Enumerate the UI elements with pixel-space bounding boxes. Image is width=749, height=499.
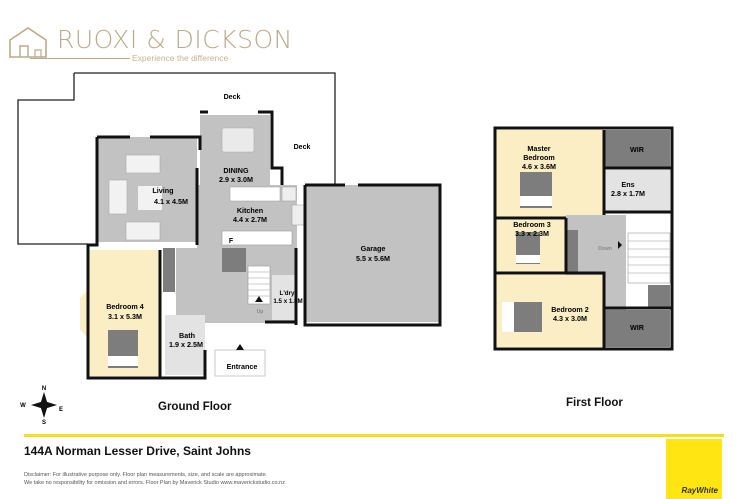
room-label-wir-bottom: WIR: [630, 323, 645, 332]
svg-text:E: E: [59, 407, 63, 413]
ensuite: [604, 170, 670, 212]
compass-icon: N S E W: [20, 386, 63, 426]
room-label-bedroom-2: Bedroom 2: [551, 305, 589, 314]
room-label-master-2: Bedroom: [523, 153, 555, 162]
deck-outline: [17, 72, 336, 245]
disclaimer-line-1: Disclaimer: For illustrative purpose onl…: [24, 472, 268, 478]
room-size-kitchen: 4.4 x 2.7M: [233, 215, 267, 224]
room-size-ensuite: 2.8 x 1.7M: [611, 189, 645, 198]
stairs-down-label: Down: [598, 246, 612, 252]
brand-name: RUOXI & DICKSON: [57, 25, 293, 54]
wir-top: [604, 130, 670, 168]
raywhite-logo: RayWhite: [666, 439, 722, 499]
room-label-fridge: F: [229, 238, 234, 245]
room-label-dining: DINING: [223, 166, 249, 175]
first-floor-label: First Floor: [566, 397, 623, 409]
room-label-bedroom-4: Bedroom 4: [106, 302, 144, 311]
room-size-dining: 2.9 x 3.0M: [219, 175, 253, 184]
room-size-bedroom-4: 3.1 x 5.3M: [108, 312, 142, 321]
room-label-laundry: L'dry: [280, 290, 295, 297]
room-size-garage: 5.5 x 5.6M: [356, 254, 390, 263]
room-label-living: Living: [152, 186, 173, 195]
laundry: [272, 275, 296, 320]
bedroom-4: [80, 250, 160, 376]
room-label-ensuite: Ens: [621, 180, 634, 189]
wir-bottom: [604, 310, 670, 347]
bath: [165, 315, 205, 375]
room-label-wir-top: WIR: [630, 145, 645, 154]
room-size-bath: 1.9 x 2.5M: [169, 340, 203, 349]
room-label-deck: Deck: [224, 94, 241, 101]
first-floor-plan: Master Bedroom 4.6 x 3.6M WIR Ens 2.8 x …: [493, 126, 674, 351]
property-address: 144A Norman Lesser Drive, Saint Johns: [24, 444, 251, 458]
svg-text:N: N: [42, 386, 46, 392]
ground-walls: [86, 110, 442, 380]
house-outline-icon: [9, 27, 47, 58]
room-label-bedroom-3: Bedroom 3: [513, 220, 551, 229]
room-label-bath: Bath: [179, 331, 195, 340]
room-label-kitchen: Kitchen: [237, 206, 263, 215]
room-size-bedroom-3: 3.3 x 2.3M: [515, 229, 549, 238]
disclaimer-line-2: We take no responsibility for omission a…: [24, 480, 285, 486]
raywhite-text: RayWhite: [681, 486, 718, 495]
accent-divider: [24, 434, 724, 437]
room-size-master: 4.6 x 3.6M: [522, 162, 556, 171]
room-size-living: 4.1 x 4.5M: [154, 197, 188, 206]
room-label-deck-side: Deck: [294, 144, 311, 151]
brand-tagline: Experience the difference: [132, 53, 229, 63]
room-label-garage: Garage: [361, 244, 386, 253]
svg-text:W: W: [20, 403, 26, 409]
entrance: [214, 349, 266, 377]
room-label-entrance: Entrance: [227, 362, 258, 371]
room-size-laundry: 1.5 x 1.8M: [273, 298, 302, 305]
ground-stairs: [247, 265, 271, 305]
brand-divider: [30, 58, 130, 59]
svg-text:S: S: [42, 420, 46, 426]
room-label-master-1: Master: [527, 144, 550, 153]
garage: [305, 185, 440, 322]
ground-floor-label: Ground Floor: [158, 401, 232, 413]
stairs-up-label: Up: [257, 309, 264, 315]
room-size-bedroom-2: 4.3 x 3.0M: [553, 314, 587, 323]
ground-floor-plan: Deck Deck DINING 2.9 x 3.0M Living 4.1 x…: [17, 72, 674, 426]
